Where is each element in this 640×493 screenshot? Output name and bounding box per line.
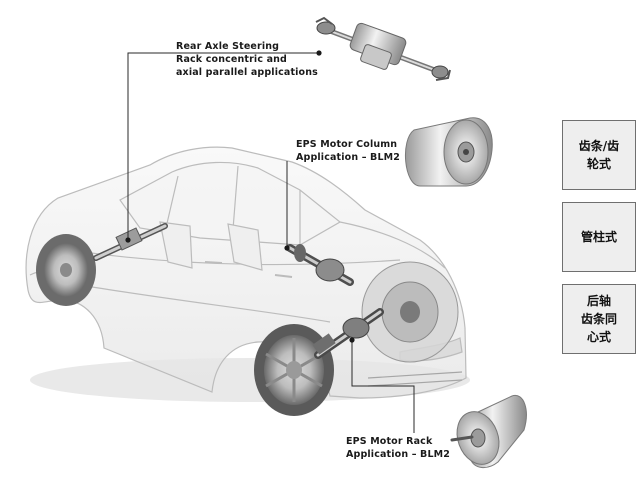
callout-rear-line-2: Rack concentric and bbox=[176, 54, 287, 65]
callout-rear-axle-steering: Rear Axle Steering Rack concentric and a… bbox=[176, 40, 318, 79]
callout-rack-line-1: EPS Motor Rack bbox=[346, 436, 433, 447]
dot-eps-column-car bbox=[284, 245, 290, 251]
callout-rear-line-1: Rear Axle Steering bbox=[176, 41, 280, 52]
callout-column-line-1: EPS Motor Column bbox=[296, 139, 398, 150]
dot-rear-axle-car bbox=[125, 237, 131, 243]
front-right-wheel bbox=[361, 261, 459, 363]
callout-eps-motor-column: EPS Motor Column Application – BLM2 bbox=[296, 138, 400, 164]
callout-rear-line-3: axial parallel applications bbox=[176, 67, 318, 78]
rear-axle-steering-product bbox=[315, 16, 451, 81]
leader-rear-axle bbox=[127, 52, 319, 240]
leader-lines bbox=[127, 52, 415, 433]
rack-pinion-type-button[interactable]: 齿条/齿 轮式 bbox=[562, 120, 636, 190]
eps-rack-motor-product bbox=[450, 394, 527, 468]
column-type-button[interactable]: 管柱式 bbox=[562, 202, 636, 272]
dot-eps-rack-car bbox=[349, 337, 355, 343]
leader-eps-rack bbox=[351, 340, 415, 433]
callout-rack-line-2: Application – BLM2 bbox=[346, 449, 451, 460]
rear-wheel bbox=[36, 234, 96, 306]
column-label: 管柱式 bbox=[580, 230, 617, 244]
eps-column-motor-product bbox=[404, 117, 493, 187]
rear-axle-concentric-type-button[interactable]: 后轴 齿条同 心式 bbox=[562, 284, 636, 354]
rack-pinion-label: 齿条/齿 轮式 bbox=[578, 139, 620, 171]
callout-eps-motor-rack: EPS Motor Rack Application – BLM2 bbox=[346, 435, 450, 461]
front-wheel bbox=[254, 324, 334, 416]
rear-axle-concentric-label: 后轴 齿条同 心式 bbox=[580, 294, 617, 344]
dot-rear-axle-top bbox=[316, 50, 322, 56]
steering-column bbox=[286, 244, 354, 286]
front-steering-rack bbox=[312, 308, 384, 359]
callout-column-line-2: Application – BLM2 bbox=[296, 152, 401, 163]
leader-dots bbox=[125, 50, 355, 343]
